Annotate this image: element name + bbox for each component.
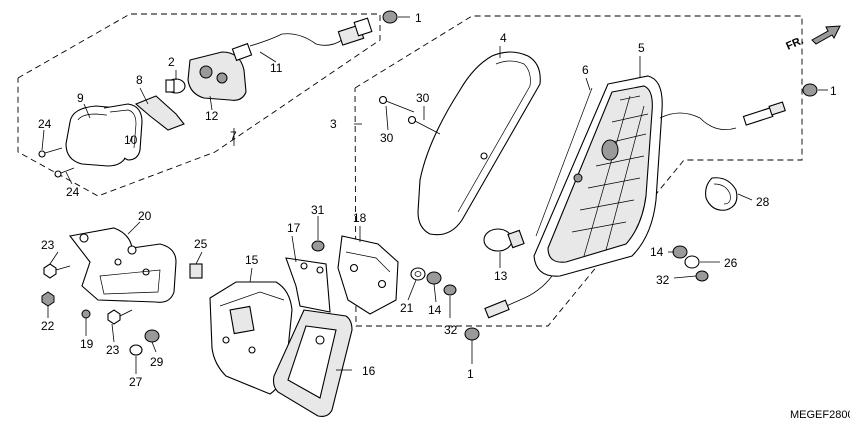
callout-labels: 1 1 1 2 3 4 5 6 7 8 9 10 11 12 13 14 14 … [38,11,837,389]
front-direction-arrow: FR. [784,25,841,53]
callout-5: 5 [638,41,645,55]
part-32-nut-lower [443,284,457,296]
callout-22: 22 [41,319,55,333]
part-11-wire-harness [231,17,373,62]
callout-32-lower: 32 [444,323,458,337]
part-32-nut-right [695,270,709,282]
part-1-grommet-bottom [464,327,480,341]
part-31-nut [311,240,325,252]
part-14-grommet-right [672,245,688,259]
callout-17: 17 [287,221,301,235]
part-12-socket-housing [187,51,247,101]
part-30-screw-upper [378,95,415,113]
part-25-clip [189,263,203,279]
part-4-lens [417,51,541,236]
part-21-washer [410,267,426,281]
part-2-bulb [165,78,186,94]
callout-24-lower: 24 [66,185,80,199]
callout-28: 28 [756,195,770,209]
part-13-bulb [483,228,525,252]
part-16-plate-seal [272,309,353,417]
callout-15: 15 [245,253,259,267]
part-10-gasket [103,103,143,161]
part-23-screw-upper [43,263,71,279]
callout-21: 21 [400,301,414,315]
part-14-grommet-lower [426,271,442,285]
callout-1-bottom: 1 [467,367,474,381]
part-20-bracket [69,227,177,303]
callout-18: 18 [353,211,367,225]
callout-29: 29 [150,355,164,369]
callout-32-right: 32 [656,273,670,287]
diagram-code: MEGEF2800 [790,409,850,421]
callout-3: 3 [330,117,337,131]
part-15-license-housing [209,281,293,395]
callout-9: 9 [77,91,84,105]
callout-25: 25 [194,237,208,251]
part-27-collar [129,344,143,356]
callout-6: 6 [582,63,589,77]
callout-1-right: 1 [830,84,837,98]
callout-19: 19 [80,337,94,351]
callout-16: 16 [362,364,376,378]
callout-23-lower: 23 [106,343,120,357]
callout-30-lower: 30 [380,131,394,145]
part-24-screw-lower [54,167,75,178]
callout-2: 2 [168,55,175,69]
callout-24-upper: 24 [38,117,52,131]
part-24-screw-upper [38,147,63,158]
callout-20: 20 [138,209,152,223]
callout-14-lower: 14 [428,303,442,317]
lamp-body-wire-right [659,101,786,131]
part-1-grommet-right [802,83,818,97]
part-5-lamp-body [533,75,663,277]
part-19-grommet [81,309,91,319]
part-6-seal [535,87,593,237]
callout-1-top: 1 [415,11,422,25]
part-29-grommet [144,329,160,343]
callout-26: 26 [724,256,738,270]
group-outline-3 [354,15,803,327]
leader-lines [41,16,828,374]
callout-13: 13 [494,269,508,283]
callout-12: 12 [205,109,219,123]
callout-11: 11 [270,61,283,75]
part-1-grommet-top [382,10,398,24]
part-23-screw-lower [107,309,133,325]
part-30-screw-lower [407,115,441,135]
callout-8: 8 [136,73,143,87]
part-8-bracket [134,95,185,131]
callout-30-upper: 30 [416,91,430,105]
callout-27: 27 [129,375,143,389]
callout-23-upper: 23 [41,238,55,252]
lamp-body-wire-lower [484,275,553,319]
part-18-bracket [337,235,399,315]
part-17-bracket [285,257,331,313]
callout-14-right: 14 [650,245,664,259]
callout-7: 7 [230,129,237,143]
group-outline-7 [17,13,381,197]
callout-4: 4 [500,31,507,45]
part-22-nut [41,291,55,307]
callout-10: 10 [124,133,138,147]
part-28-clamp [705,177,738,211]
part-26-collar [684,255,700,269]
callout-31: 31 [311,203,325,217]
